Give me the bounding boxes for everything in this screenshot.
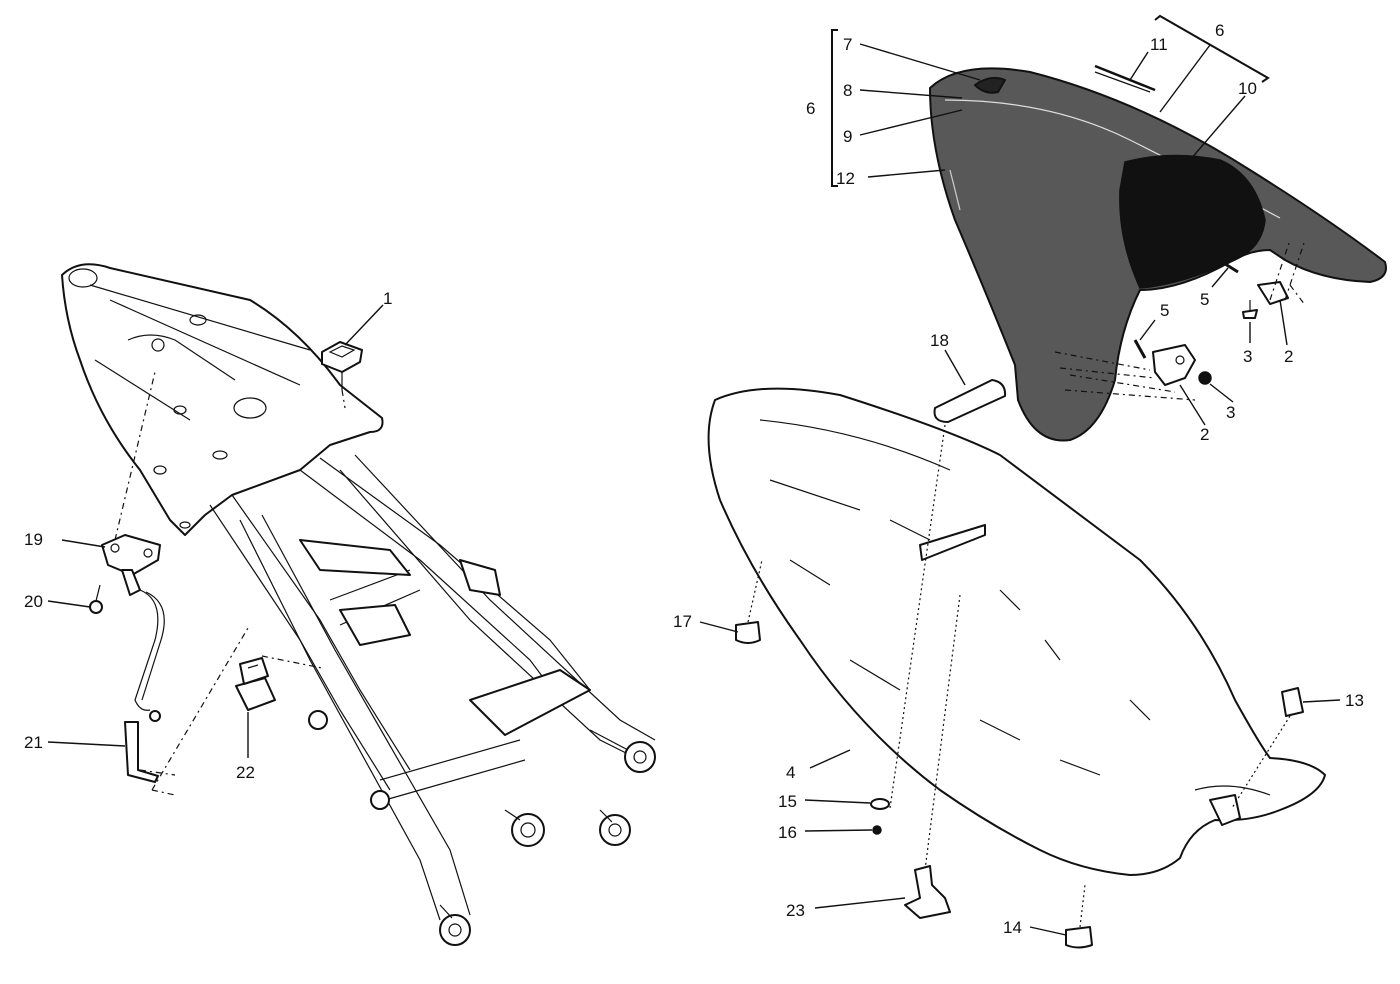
callout-23: 23 [786, 901, 805, 920]
callout-17: 17 [673, 612, 692, 631]
part-14-rubber-bumper [1065, 884, 1093, 949]
callout-1: 1 [383, 289, 392, 308]
part-18-grab-pad [889, 379, 1007, 871]
part-13-tag [1231, 687, 1304, 809]
callout-5-right: 5 [1200, 290, 1209, 309]
callout-3-left: 3 [1226, 403, 1235, 422]
callout-4: 4 [786, 763, 795, 782]
part-2-hook-right [1257, 281, 1289, 305]
part-1-rubber-pad [321, 341, 363, 409]
callout-6-top: 6 [1215, 21, 1224, 40]
callout-15: 15 [778, 792, 797, 811]
callout-11: 11 [1150, 35, 1168, 54]
callout-13: 13 [1345, 691, 1364, 710]
part-5-pins [1133, 260, 1239, 359]
part-6-seat-cover [929, 67, 1387, 442]
callout-20: 20 [24, 592, 43, 611]
callout-22: 22 [236, 763, 255, 782]
callout-2-left: 2 [1200, 425, 1209, 444]
callout-8: 8 [843, 81, 852, 100]
callout-16: 16 [778, 823, 797, 842]
leader-lines [47, 14, 1341, 936]
part-2-hook-left [1152, 344, 1196, 386]
callout-10: 10 [1238, 79, 1257, 98]
callout-5-left: 5 [1160, 301, 1169, 320]
callout-6-left: 6 [806, 99, 815, 118]
callout-9: 9 [843, 127, 852, 146]
part-21-cable-bracket [124, 627, 249, 796]
callout-7: 7 [843, 35, 852, 54]
rear-subframe [61, 263, 656, 946]
callout-2-right: 2 [1284, 347, 1293, 366]
part-23-seat-hook [904, 865, 951, 919]
callout-19: 19 [24, 530, 43, 549]
part-4-main-seat [707, 387, 1326, 876]
callout-21: 21 [24, 733, 43, 752]
callout-labels: 1 19 20 21 22 7 8 6 9 12 11 6 10 5 5 3 2… [24, 21, 1364, 937]
part-22-lock-cylinder [235, 655, 323, 711]
callout-14: 14 [1003, 918, 1022, 937]
part-16-nut [872, 825, 882, 835]
callout-12: 12 [836, 169, 855, 188]
part-19-seat-latch [101, 371, 165, 722]
part-3-screw-right [1242, 300, 1258, 319]
callout-18: 18 [930, 331, 949, 350]
part-20-screw [89, 584, 103, 614]
part-17-rubber-bumper [735, 559, 763, 644]
part-11-pin [1094, 64, 1156, 93]
callout-3-right: 3 [1243, 347, 1252, 366]
part-3-nut-left [1198, 371, 1212, 385]
part-15-washer [870, 798, 890, 810]
